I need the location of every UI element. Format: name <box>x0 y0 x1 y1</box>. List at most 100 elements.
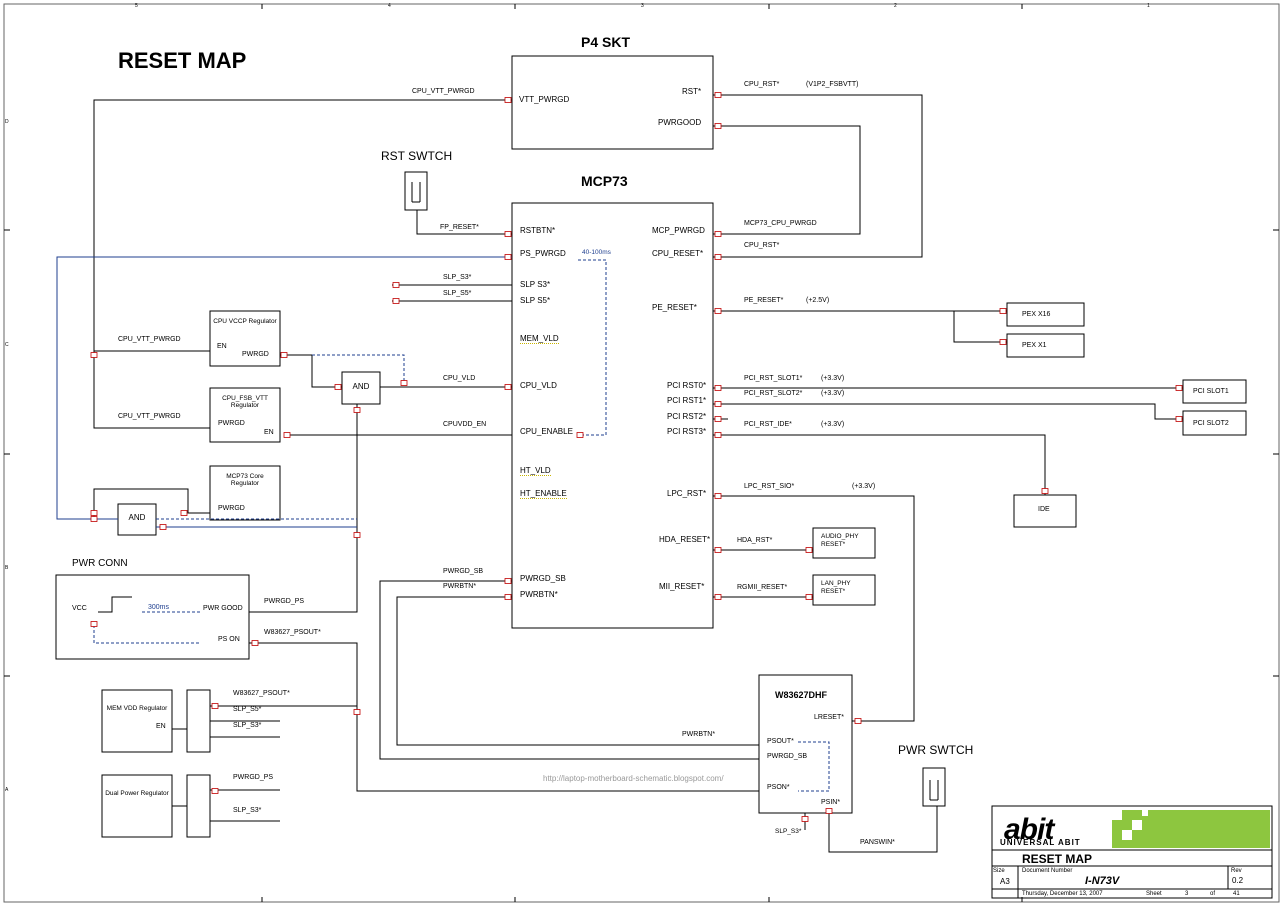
pwr-conn-ps-on: PS ON <box>218 636 240 643</box>
mcp73-pin-pwrbtn: PWRBTN* <box>520 590 558 599</box>
w83627-label: W83627DHF <box>775 690 828 700</box>
mem-vdd-label: MEM VDD Regulator <box>106 705 168 712</box>
mcp73-pin-mem-vld: MEM_VLD <box>520 334 559 344</box>
net-v25: (+2.5V) <box>806 297 830 304</box>
p4-pin-vtt-pwrgd: VTT_PWRGD <box>519 95 570 104</box>
audio-phy-block <box>812 527 876 559</box>
net-v33-a: (+3.3V) <box>821 375 845 382</box>
mcp73-core-label: MCP73 Core Regulator <box>226 473 264 487</box>
p4-skt-block <box>511 55 714 150</box>
title-block-total: 41 <box>1233 891 1240 897</box>
mcp73-pin-pci-rst3: PCI RST3* <box>667 427 707 436</box>
net-v33-b: (+3.3V) <box>821 390 845 397</box>
p4-skt-label: P4 SKT <box>581 34 631 50</box>
mcp73-pin-slp-s3: SLP S3* <box>520 280 551 289</box>
dashed-wires <box>93 259 830 792</box>
watermark: http://laptop-motherboard-schematic.blog… <box>543 774 724 783</box>
net-lpc-rst-sio: LPC_RST_SIO* <box>744 483 795 490</box>
title-block-date: Thursday, December 13, 2007 <box>1022 891 1103 897</box>
frame-mark-side-c: C <box>5 342 9 348</box>
net-w83627-psout2: W83627_PSOUT* <box>233 690 290 697</box>
frame-mark-side-d: D <box>5 119 9 125</box>
pex-x1-block <box>1006 333 1085 358</box>
cpu-vccp-en: EN <box>217 343 227 350</box>
title-block-rev-label: Rev <box>1231 868 1242 874</box>
net-cpuvdd-en: CPUVDD_EN <box>443 421 487 428</box>
net-pwrgd-ps: PWRGD_PS <box>264 598 305 605</box>
net-rgmii-reset: RGMII_RESET* <box>737 584 788 591</box>
ide-label: IDE <box>1038 506 1050 513</box>
mcp73-pin-slp-s5: SLP S5* <box>520 296 551 305</box>
net-pwrgd-ps-b: PWRGD_PS <box>233 774 274 781</box>
pci-slot2-block <box>1182 410 1247 436</box>
mcp73-pin-ht-vld: HT_VLD <box>520 466 551 476</box>
frame-mark-side-b: B <box>5 565 9 571</box>
mcp73-pin-cpu-reset: CPU_RESET* <box>652 249 704 258</box>
mem-vdd-block <box>101 689 173 753</box>
net-pci-rst-ide: PCI_RST_IDE* <box>744 421 792 428</box>
cpu-fsb-vtt-label: CPU_FSB_VTT Regulator <box>222 395 268 409</box>
mcp73-pin-pci-rst1: PCI RST1* <box>667 396 707 405</box>
net-cpu-vtt-pwrgd-2: CPU_VTT_PWRGD <box>118 413 181 420</box>
w83627-lreset: LRESET* <box>814 714 844 721</box>
net-v33-d: (+3.3V) <box>852 483 876 490</box>
p4-pin-rst: RST* <box>682 87 702 96</box>
mcp73-pin-pci-rst0: PCI RST0* <box>667 381 707 390</box>
net-slp-s5-b: SLP_S5* <box>233 706 262 713</box>
frame-mark-top-3: 3 <box>641 3 644 9</box>
net-slp-s3-b: SLP_S3* <box>233 722 262 729</box>
page-title: RESET MAP <box>118 48 247 73</box>
mcp73-pin-ps-pwrgd: PS_PWRGD <box>520 249 566 258</box>
title-block-size: A3 <box>1000 877 1010 886</box>
frame-mark-side-a: A <box>5 787 9 793</box>
pex-x16-label: PEX X16 <box>1022 311 1051 318</box>
net-cpu-vtt-pwrgd-1: CPU_VTT_PWRGD <box>118 336 181 343</box>
mcp73-block <box>511 202 714 629</box>
pwr-switch-block <box>922 767 946 807</box>
net-cpu-vld: CPU_VLD <box>443 375 476 382</box>
mcp73-core-pwrgd: PWRGD <box>218 505 245 512</box>
title-block-rev: 0.2 <box>1232 876 1244 885</box>
lan-phy-label: LAN_PHY RESET* <box>821 580 851 595</box>
cpu-fsb-vtt-en: EN <box>264 429 274 436</box>
abit-logo-text: abit <box>1004 813 1054 846</box>
frame-mark-top-5: 5 <box>135 3 138 9</box>
cpu-vccp-pwrgd: PWRGD <box>242 351 269 358</box>
title-block-sheet-title: RESET MAP <box>1022 852 1093 866</box>
title-block-sheet-label: Sheet <box>1146 891 1162 897</box>
audio-phy-label: AUDIO_PHY RESET* <box>821 533 859 548</box>
net-panswin: PANSWIN* <box>860 839 895 846</box>
and-gate-1-label: AND <box>352 382 370 391</box>
dual-power-label: Dual Power Regulator <box>105 790 169 797</box>
and-gate-2-label: AND <box>128 513 146 522</box>
net-slp-s3-c: SLP_S3* <box>233 807 262 814</box>
title-block-docnum: I-N73V <box>1085 875 1120 887</box>
p4-pin-pwrgood: PWRGOOD <box>658 118 702 127</box>
pex-x1-label: PEX X1 <box>1022 342 1047 349</box>
net-cpu-rst-bottom: CPU_RST* <box>744 242 780 249</box>
pwr-switch-label: PWR SWTCH <box>898 743 974 757</box>
mcp73-pin-lpc-rst: LPC_RST* <box>667 489 707 498</box>
wires-blue <box>56 256 512 528</box>
mcp73-pin-rstbtn: RSTBTN* <box>520 226 556 235</box>
pwr-conn-step <box>98 596 132 613</box>
mcp73-pin-hda-reset: HDA_RESET* <box>659 535 711 544</box>
rst-switch-label: RST SWTCH <box>381 149 453 163</box>
frame-mark-top-1: 1 <box>1147 3 1150 9</box>
net-w83627-psout: W83627_PSOUT* <box>264 629 321 636</box>
w83627-psout: PSOUT* <box>767 738 794 745</box>
mcp73-pin-cpu-vld: CPU_VLD <box>520 381 557 390</box>
net-v1p2-fsbvtt: (V1P2_FSBVTT) <box>806 81 859 88</box>
net-cpu-vtt-pwrgd-top: CPU_VTT_PWRGD <box>412 88 475 95</box>
net-cpu-rst-top: CPU_RST* <box>744 81 780 88</box>
net-v33-c: (+3.3V) <box>821 421 845 428</box>
title-block-size-label: Size <box>993 868 1005 874</box>
mcp73-pin-ht-enable: HT_ENABLE <box>520 489 567 499</box>
and-gate-1 <box>341 371 381 405</box>
rst-switch-block <box>404 171 428 211</box>
cpu-fsb-vtt-pwrgd: PWRGD <box>218 420 245 427</box>
pci-slot1-label: PCI SLOT1 <box>1193 388 1229 395</box>
cpu-vccp-block <box>209 310 281 367</box>
net-pe-reset: PE_RESET* <box>744 297 784 304</box>
mcp73-pin-pci-rst2: PCI RST2* <box>667 412 707 421</box>
